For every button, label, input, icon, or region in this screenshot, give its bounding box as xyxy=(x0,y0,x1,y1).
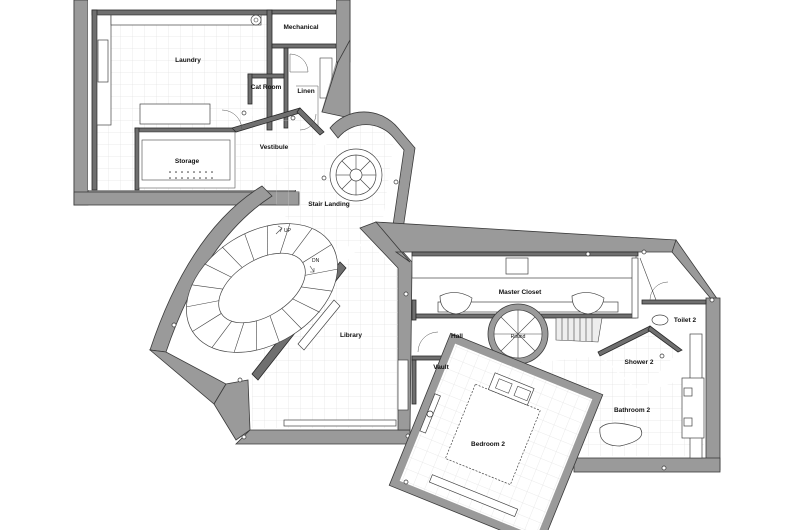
room-label-linen: Linen xyxy=(297,88,314,95)
room-label-stair-landing: Stair Landing xyxy=(308,201,350,208)
stair-mark-dn: DN xyxy=(312,258,320,264)
room-label-hall: Hall xyxy=(451,333,463,340)
room-label-bathroom-2: Bathroom 2 xyxy=(614,407,651,414)
room-label-round: Round xyxy=(511,334,526,340)
room-label-vault: Vault xyxy=(433,364,449,371)
bedroom-wing xyxy=(388,332,604,530)
room-label-library: Library xyxy=(340,332,362,339)
room-label-bedroom-2: Bedroom 2 xyxy=(471,441,505,448)
room-label-toilet-2: Toilet 2 xyxy=(674,317,697,324)
upper-left-wing xyxy=(73,0,351,206)
room-labels: Laundry Mechanical Cat Room Linen Storag… xyxy=(175,24,697,448)
room-label-mechanical: Mechanical xyxy=(283,24,318,31)
stair-mark-up: UP xyxy=(284,228,292,234)
room-label-storage: Storage xyxy=(175,158,200,165)
room-label-cat-room: Cat Room xyxy=(251,84,282,91)
stair-landing-area xyxy=(262,39,416,250)
room-label-shower-2: Shower 2 xyxy=(625,359,654,366)
room-label-laundry: Laundry xyxy=(175,57,201,64)
library-wing xyxy=(148,185,439,445)
room-label-master-closet: Master Closet xyxy=(499,289,542,296)
room-label-vestibule: Vestibule xyxy=(260,144,289,151)
